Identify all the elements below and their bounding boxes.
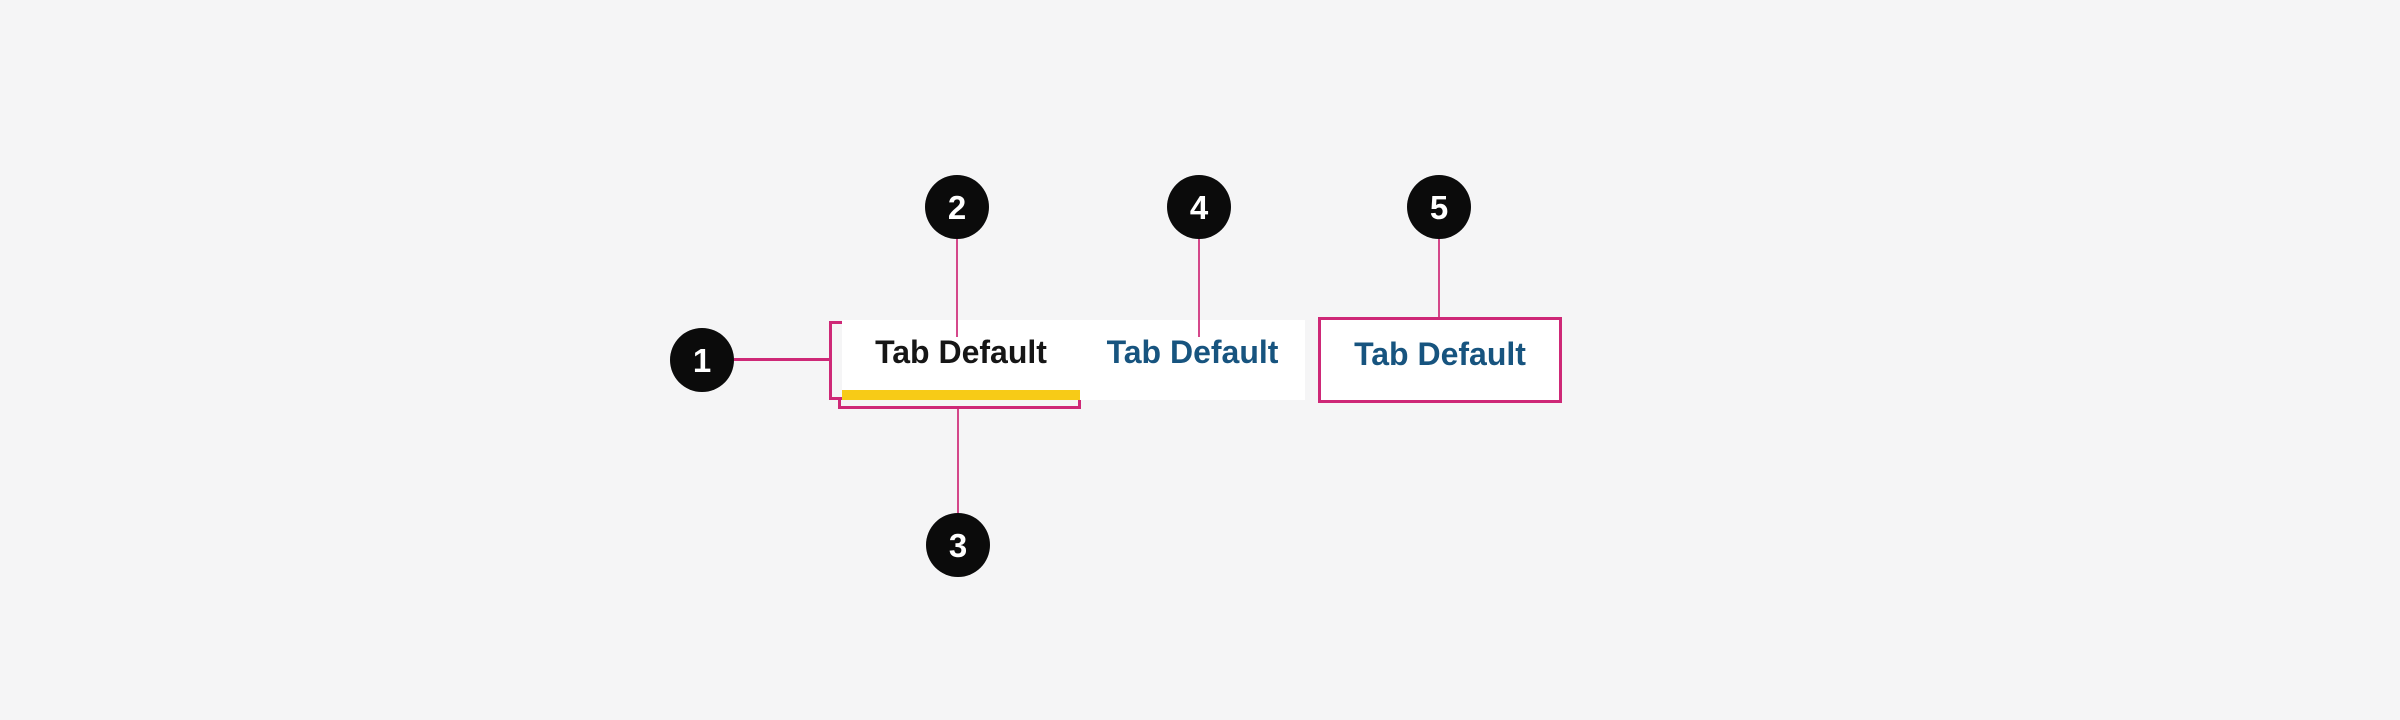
leader-line-3 <box>957 409 959 513</box>
annotation-highlight-box: Tab Default <box>1318 317 1562 403</box>
tab-default[interactable]: Tab Default <box>1080 320 1305 400</box>
tab-default-boxed[interactable]: Tab Default <box>1321 320 1559 400</box>
tab-default-label: Tab Default <box>1106 333 1279 370</box>
leader-line-2 <box>956 239 958 337</box>
marker-3-number: 3 <box>948 526 968 564</box>
marker-4: 4 <box>1167 175 1231 239</box>
marker-1: 1 <box>670 328 734 392</box>
tab-active[interactable]: Tab Default <box>842 320 1080 400</box>
active-tab-underline <box>842 390 1080 400</box>
marker-2-number: 2 <box>947 188 967 226</box>
tab-bar <box>842 320 1305 400</box>
leader-line-4 <box>1198 239 1200 337</box>
tab-bar-left-bracket <box>829 321 842 400</box>
leader-line-1 <box>734 358 830 361</box>
marker-5-number: 5 <box>1429 188 1449 226</box>
marker-3: 3 <box>926 513 990 577</box>
marker-5: 5 <box>1407 175 1471 239</box>
underline-bracket <box>838 400 1081 409</box>
marker-1-number: 1 <box>692 341 712 379</box>
tab-active-label: Tab Default <box>875 333 1047 370</box>
leader-line-5 <box>1438 239 1440 317</box>
marker-2: 2 <box>925 175 989 239</box>
marker-4-number: 4 <box>1189 188 1209 226</box>
tab-default-boxed-label: Tab Default <box>1354 335 1526 372</box>
